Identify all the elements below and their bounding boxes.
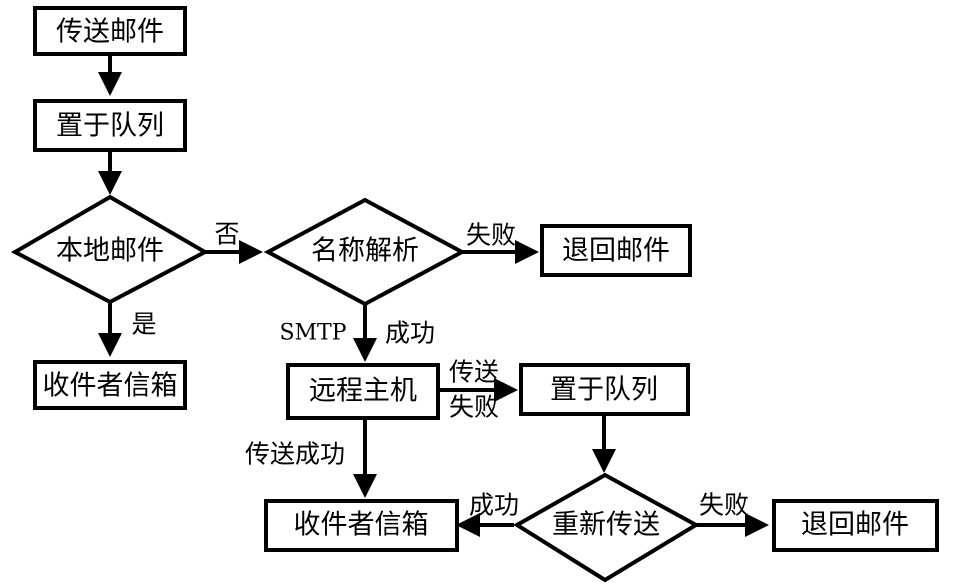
queue-box-2	[519, 363, 690, 416]
local-mail-diamond	[10, 194, 210, 305]
edge-label-resend-success: 成功	[469, 491, 519, 520]
return-mail-box-2	[772, 499, 939, 552]
name-resolution-label: 名称解析	[311, 236, 419, 267]
edge-label-resend-fail: 失败	[699, 491, 749, 520]
return-mail-label-2: 退回邮件	[801, 510, 909, 541]
remote-host-label: 远程主机	[309, 376, 417, 407]
edge-label-no: 否	[214, 220, 239, 249]
inbox-box-2	[264, 499, 459, 552]
remote-host-box	[286, 363, 440, 420]
resend-label: 重新传送	[552, 510, 660, 541]
name-resolution-diamond	[263, 197, 467, 307]
inbox-label-2: 收件者信箱	[294, 510, 429, 541]
return-mail-box-1	[540, 224, 692, 277]
edge-label-smtp: SMTP	[279, 321, 346, 346]
send-mail-label: 传送邮件	[56, 17, 164, 48]
inbox-box-1	[33, 360, 187, 410]
local-mail-label: 本地邮件	[56, 236, 164, 267]
resend-diamond	[513, 472, 701, 583]
queue-label-1: 置于队列	[56, 111, 164, 142]
edge-label-remote-send-success: 传送成功	[245, 440, 345, 469]
edge-label-resolve-fail: 失败	[466, 221, 516, 250]
queue-label-2: 置于队列	[550, 375, 658, 406]
edge-label-remote-send: 传送	[449, 358, 499, 387]
edge-label-resolve-success: 成功	[385, 319, 435, 348]
inbox-label-1: 收件者信箱	[43, 371, 178, 402]
edge-label-remote-fail: 失败	[449, 393, 499, 422]
send-mail-box	[33, 6, 187, 56]
edge-label-yes: 是	[131, 310, 156, 339]
return-mail-label-1: 退回邮件	[562, 236, 670, 267]
queue-box-1	[33, 99, 187, 152]
